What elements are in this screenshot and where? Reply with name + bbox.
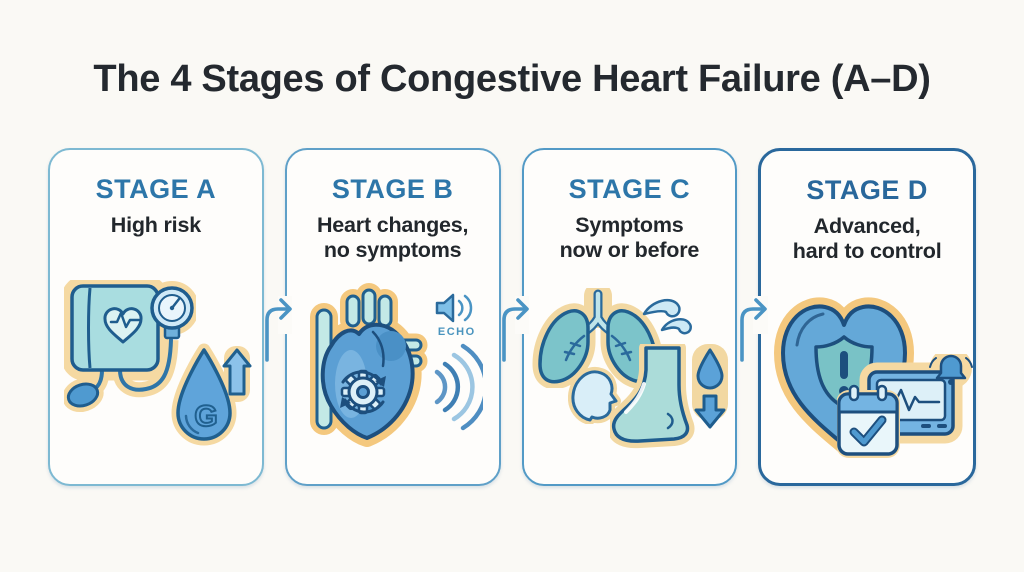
foot [611, 346, 689, 443]
flow-arrow-a-to-b [265, 296, 292, 362]
aorta-branch [345, 294, 361, 328]
flow-arrow-c-to-d [740, 296, 768, 362]
cuff [70, 284, 160, 372]
stage-a-label: STAGE A [95, 174, 217, 204]
notification-bell-icon [929, 354, 974, 385]
stage-card-a: STAGE A High risk [48, 148, 264, 486]
heart-shape [781, 304, 908, 447]
descending-vessel [315, 308, 333, 430]
swollen-foot-icon [609, 344, 728, 449]
droplet [176, 348, 232, 441]
stage-card-d: STAGE D Advanced, hard to control [758, 148, 976, 486]
glucose-droplet-icon: G [171, 343, 252, 446]
heart-shield-alert-icon [774, 297, 915, 454]
up-arrow-icon [222, 348, 252, 396]
breathing-person-icon [567, 366, 631, 424]
icon-halo [171, 343, 250, 446]
stage-c-description: Symptoms now or before [559, 213, 700, 263]
stage-c-label: STAGE C [568, 174, 691, 204]
stage-card-b: STAGE B Heart changes, no symptoms [284, 148, 501, 486]
icon-halo [309, 283, 428, 447]
page-title: The 4 Stages of Congestive Heart Failure… [93, 58, 931, 100]
glucose-letter: G [194, 400, 217, 433]
echo-label: ECHO [437, 326, 476, 338]
pump-bulb [66, 382, 100, 408]
stage-card-c: STAGE C Symptoms now or before [521, 148, 738, 486]
gear [340, 369, 385, 415]
cycle-arrows [339, 370, 386, 414]
care-plan-icons [837, 354, 974, 458]
calendar-check-icon [837, 384, 901, 458]
right-vessel-stub [397, 338, 423, 352]
stage-d-label: STAGE D [806, 175, 928, 205]
stage-b-description: Heart changes, no symptoms [316, 213, 469, 263]
cuff-heart [103, 307, 143, 344]
breath-puffs-icon [642, 298, 692, 335]
flow-arrow-b-to-c [502, 296, 529, 362]
lungs-icon [532, 288, 663, 388]
aorta-branch [361, 288, 377, 326]
heart-body [320, 322, 415, 440]
icon-halo [609, 344, 728, 449]
stage-a-description: High risk [110, 213, 201, 237]
anatomical-heart-gear-icon [309, 283, 428, 447]
blood-pressure-monitor-icon [64, 280, 196, 413]
aorta-branch [377, 294, 393, 328]
pressure-gauge [150, 286, 194, 330]
fluid-droplet-icon [696, 348, 723, 390]
exclamation-dot [839, 386, 850, 396]
icon-halo [532, 288, 663, 388]
right-lung [605, 309, 658, 384]
icon-halo [64, 280, 196, 413]
exclamation-bar [840, 351, 849, 379]
shield [814, 335, 874, 409]
icon-halo [859, 354, 973, 444]
right-vessel-stub [399, 354, 423, 368]
stage-d-description: Advanced, hard to control [792, 214, 942, 264]
stage-b-label: STAGE B [331, 174, 454, 204]
ecg-trace [882, 388, 941, 412]
ecg-monitor-icon [867, 370, 955, 436]
left-lung [537, 309, 590, 384]
down-arrow-icon [694, 394, 725, 429]
ecg-line [109, 311, 141, 329]
echo-speaker-icon [435, 293, 472, 323]
head-profile [570, 370, 617, 422]
ultrasound-waves-icon [434, 343, 483, 431]
